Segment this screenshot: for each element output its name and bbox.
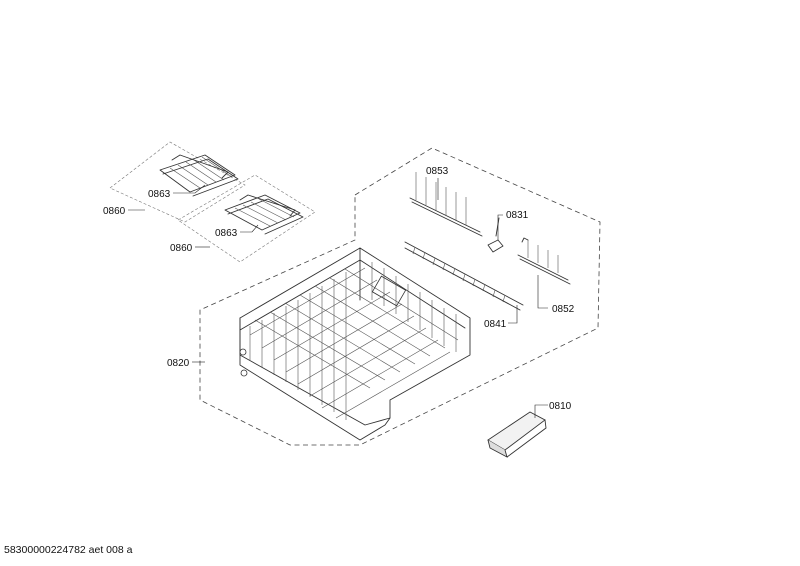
drawing-reference-id: 58300000224782 aet 008 a [4, 544, 133, 556]
label-0860-top: 0860 [103, 206, 126, 217]
tray-rack-1 [159, 154, 239, 197]
clip-0831 [487, 217, 504, 253]
leader-0810 [534, 404, 548, 418]
leader-0863b [240, 224, 259, 233]
leader-0852 [537, 275, 548, 309]
leader-0831 [497, 214, 503, 240]
cup-rack-0853 [409, 172, 483, 237]
leader-0863a [173, 184, 206, 194]
label-0860-bottom: 0860 [170, 243, 193, 254]
assembly-outline [199, 147, 601, 446]
label-0841: 0841 [484, 319, 507, 330]
label-0810: 0810 [549, 401, 572, 412]
upper-basket [239, 247, 471, 441]
label-0853: 0853 [426, 166, 449, 177]
tray-rack-2 [224, 194, 304, 235]
label-0863-top: 0863 [148, 189, 171, 200]
label-0820: 0820 [167, 358, 190, 369]
label-0852: 0852 [552, 304, 575, 315]
leader-0841 [508, 305, 518, 324]
label-0831: 0831 [506, 210, 529, 221]
handle-0810 [487, 411, 547, 458]
label-0863-bottom: 0863 [215, 228, 238, 239]
tray-group-outline-1 [109, 141, 246, 223]
rail-0841 [404, 241, 524, 311]
rack-0852 [517, 237, 571, 285]
tray-group-outline-2 [177, 174, 316, 263]
